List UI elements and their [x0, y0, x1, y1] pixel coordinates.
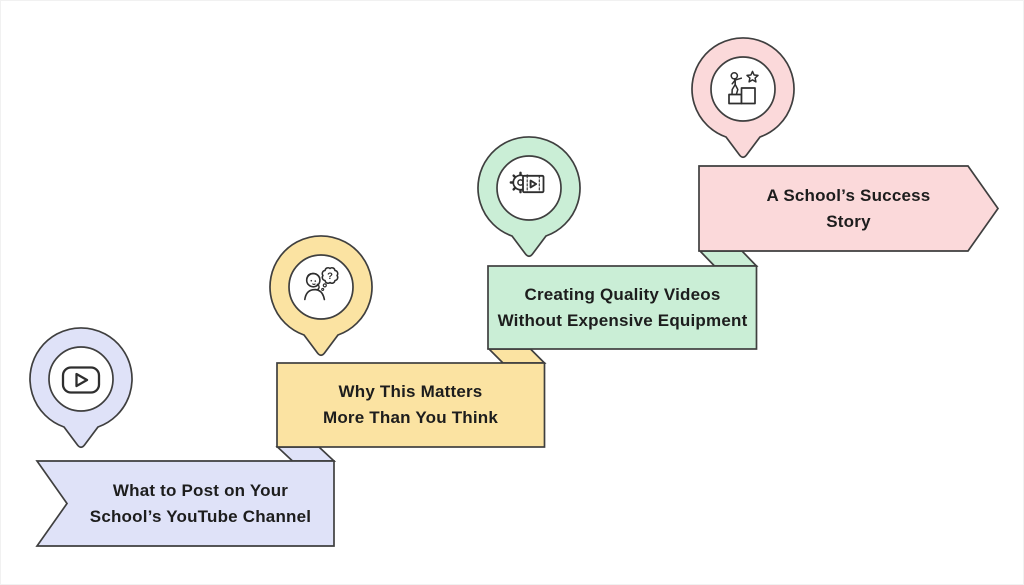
- label-line: More Than You Think: [322, 408, 499, 427]
- pin-inner-circle: [288, 254, 354, 320]
- banner-label-success-story: A School’s Success Story: [699, 166, 998, 251]
- pin-what-to-post: [29, 327, 133, 449]
- label-line: What to Post on Your: [112, 480, 289, 500]
- ribbon-fold-step1-step2: [275, 446, 337, 462]
- banner-label-why-this-matters: Why This Matters More Than You Think: [277, 363, 544, 447]
- pin-success-story: [691, 37, 795, 159]
- gear-film-reel-icon: [509, 171, 545, 194]
- ribbon-fold-step2-step3: [486, 348, 547, 364]
- banner-shape-why-this-matters: [276, 362, 546, 448]
- label-line: School’s YouTube Channel: [89, 506, 312, 526]
- banner-label-what-to-post: What to Post on Your School’s YouTube Ch…: [67, 461, 334, 546]
- pin-creating-quality-videos: [477, 136, 581, 258]
- person-climbing-stairs-star-icon: [728, 70, 759, 105]
- label-line: Without Expensive Equipment: [497, 310, 748, 330]
- label-line: Creating Quality Videos: [524, 284, 721, 304]
- label-line: Story: [826, 211, 871, 231]
- label-line: Why This Matters: [338, 382, 483, 401]
- banner-shape-success-story: [698, 165, 1000, 252]
- label-line: A School’s Success: [766, 185, 931, 205]
- banner-label-creating-quality-videos: Creating Quality Videos Without Expensiv…: [488, 266, 757, 349]
- thinking-person-question-icon: ?: [304, 267, 339, 301]
- pin-why-this-matters: ?: [269, 235, 373, 357]
- youtube-play-icon: [61, 366, 101, 394]
- banner-shape-creating-quality-videos: [487, 265, 758, 350]
- ribbon-fold-step3-step4: [697, 250, 759, 267]
- question-mark-glyph: ?: [327, 271, 333, 282]
- banner-shape-what-to-post: [35, 460, 335, 547]
